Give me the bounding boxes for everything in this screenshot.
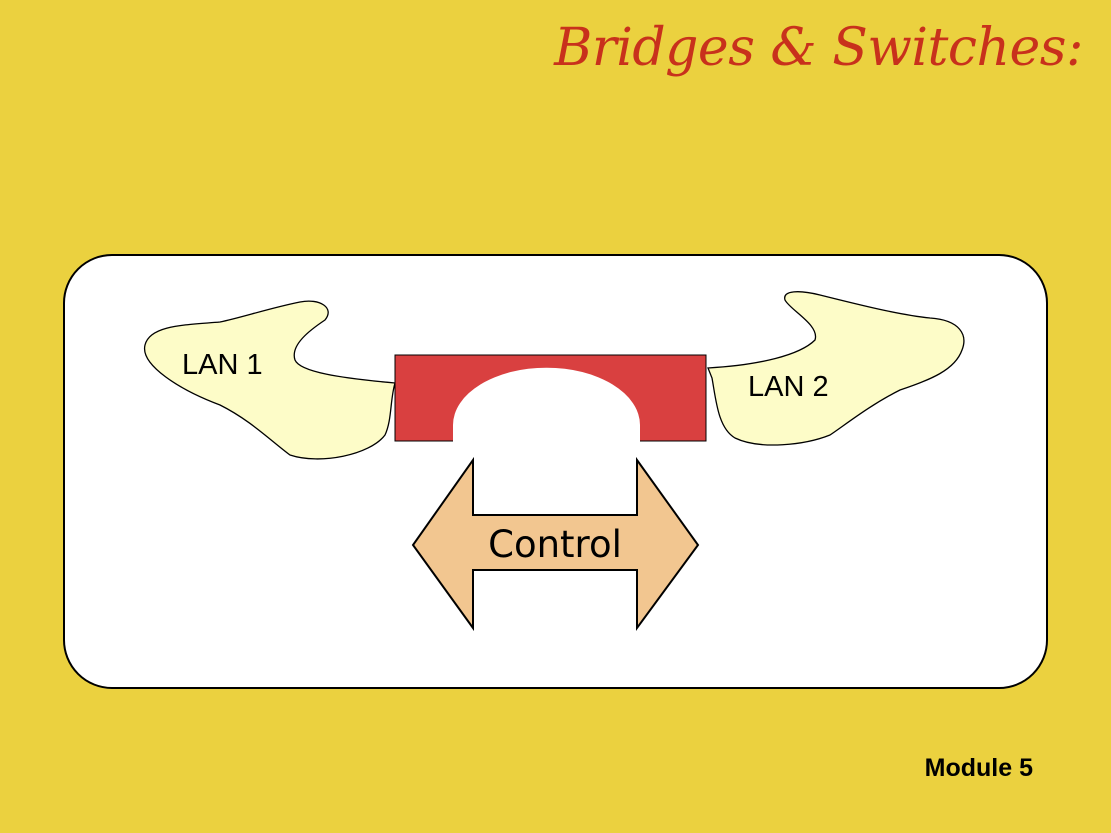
control-label: Control <box>488 523 622 566</box>
lan-1-cloud <box>144 300 396 460</box>
lan-2-cloud <box>707 291 965 446</box>
lan-2-label: LAN 2 <box>748 371 829 403</box>
slide-title: Bridges & Switches: <box>554 18 1083 78</box>
control-arrow <box>411 456 700 632</box>
module-label: Module 5 <box>924 754 1033 782</box>
bridge-control-port <box>453 367 640 443</box>
lan-1-label: LAN 1 <box>182 349 263 381</box>
